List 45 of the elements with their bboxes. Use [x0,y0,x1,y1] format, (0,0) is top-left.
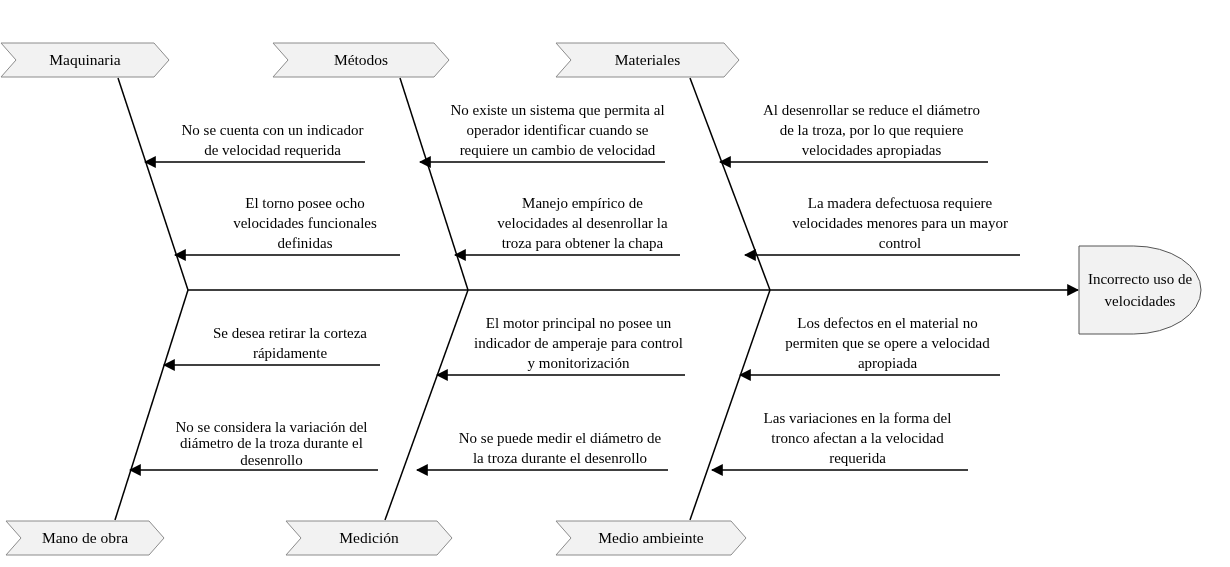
arrow [162,359,381,371]
cause-text: Los defectos en el material no permiten que se opere a velocidad apropiada [784,314,991,373]
bone-line [114,289,189,521]
category-chevron [285,520,453,556]
cause-text: Al desenrollar se reduce el diámetro de la troza, por lo que requiere velocidades apropiadas [762,101,981,160]
bone-line [384,289,469,521]
cause-text: No existe un sistema que permita al operador identificar cuando se requiere un cambio de velocidad [450,101,665,160]
cause-text: Las variaciones en la forma del tronco afectan a la velocidad requerida [762,409,953,468]
arrow [710,464,969,476]
arrow [173,249,401,261]
arrow [415,464,669,476]
category-chevron [555,520,747,556]
cause-text: No se cuenta con un indicador de velocidad requerida [180,121,365,160]
cause-text: Manejo empírico de velocidades al desenrollar la troza para obtener la chapa [496,194,669,253]
category-label: Métodos [333,51,389,69]
category-chevron [272,42,450,78]
effect-label: Incorrecto uso de velocidades [1086,270,1194,311]
arrow [128,464,379,476]
cause-text: El torno posee ocho velocidades funcionales definidas [232,194,378,253]
bone-line [689,289,771,521]
category-label: Medio ambieinte [598,529,704,547]
arrow [738,369,1001,381]
cause-text: La madera defectuosa requiere velocidades menores para un mayor control [791,194,1009,253]
cause-text: No se considera la variación del diámetro de la troza durante el desenrollo [174,418,369,468]
category-label: Mano de obra [41,529,129,547]
cause-text: El motor principal no posee un indicador de amperaje para control y monitorización [472,314,685,373]
category-label: Materiales [614,51,681,69]
cause-text: Se desea retirar la corteza rápidamente [211,324,369,363]
category-chevron [555,42,740,78]
arrow [453,249,681,261]
arrow [435,369,686,381]
arrow [143,156,366,168]
bone-line [399,77,469,291]
bone-line [689,77,771,291]
bone-line [117,77,189,291]
category-label: Maquinaria [49,51,121,69]
cause-text: No se puede medir el diámetro de la troza durante el desenrollo [457,429,663,468]
category-chevron [0,42,170,78]
arrow [718,156,989,168]
category-chevron [5,520,165,556]
arrow [418,156,666,168]
category-label: Medición [339,529,399,547]
effect-head [1078,245,1202,335]
arrow [743,249,1021,261]
arrow [187,284,1080,296]
